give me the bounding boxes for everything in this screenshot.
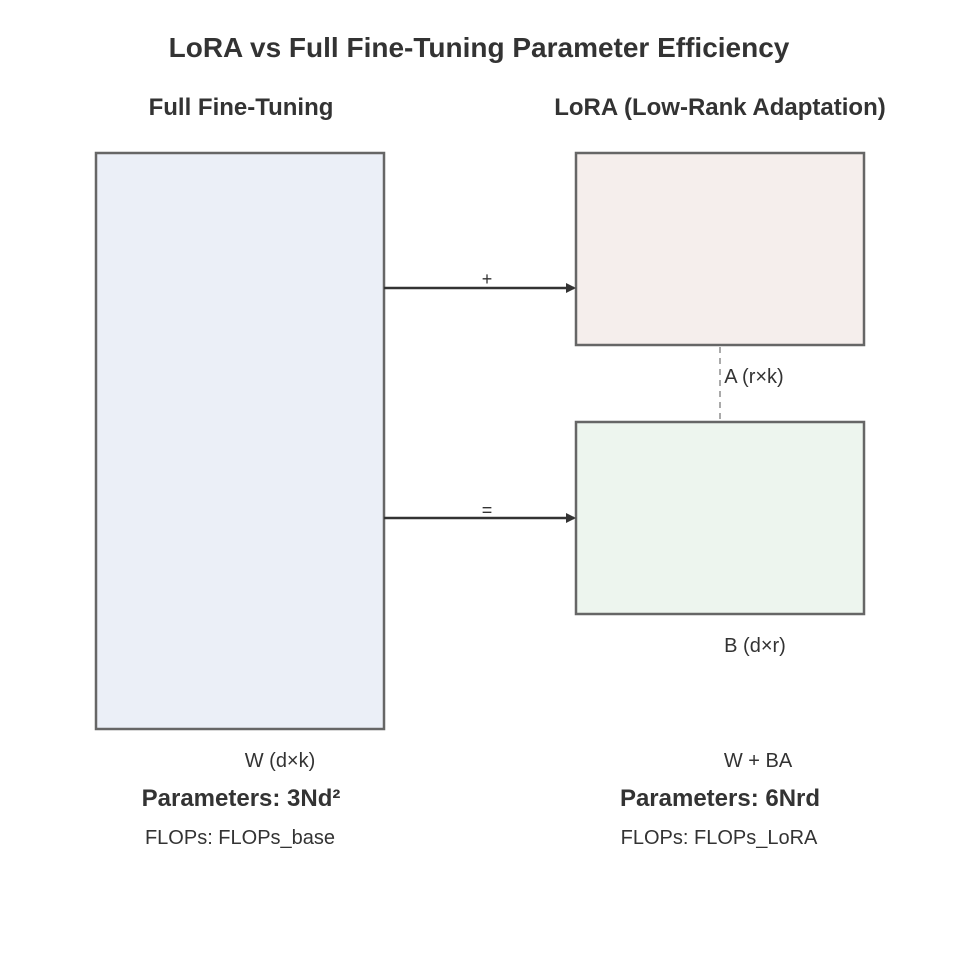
matrix-b-label: B (d×r) — [724, 635, 786, 657]
full-finetuning-heading: Full Fine-Tuning — [149, 94, 334, 121]
matrix-a-label: A (r×k) — [724, 366, 783, 388]
equals-operator: = — [482, 500, 493, 520]
matrix-b-box — [574, 420, 866, 616]
full-flops: FLOPs: FLOPs_base — [145, 827, 335, 849]
page-title: LoRA vs Full Fine-Tuning Parameter Effic… — [169, 32, 790, 63]
lora-parameters: Parameters: 6Nrd — [620, 785, 820, 812]
result-label: W + BA — [724, 750, 793, 772]
full-parameters: Parameters: 3Nd² — [142, 785, 341, 812]
matrix-w-box — [94, 151, 386, 731]
matrix-a-box — [574, 151, 866, 347]
matrix-w-label: W (d×k) — [245, 750, 316, 772]
lora-heading: LoRA (Low-Rank Adaptation) — [554, 94, 886, 121]
lora-flops: FLOPs: FLOPs_LoRA — [621, 827, 818, 849]
plus-operator: + — [482, 269, 493, 289]
